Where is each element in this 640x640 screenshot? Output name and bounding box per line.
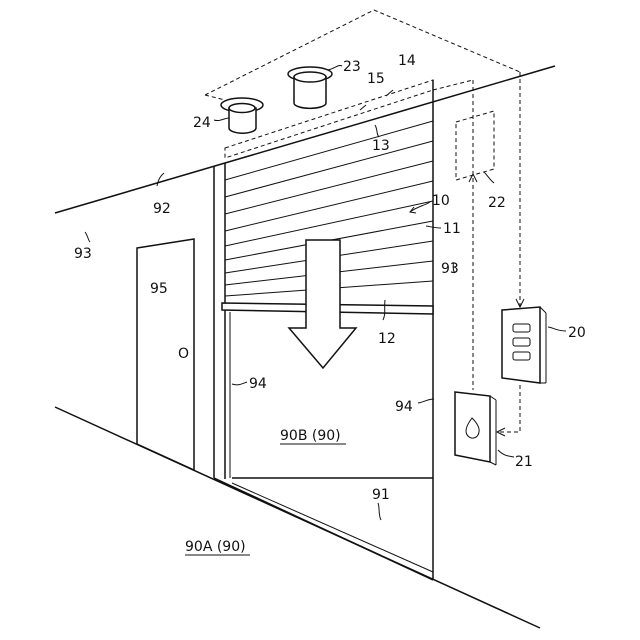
- label-20: 20: [568, 325, 586, 341]
- label-23: 23: [343, 59, 361, 75]
- label-94-right: 94: [395, 399, 413, 415]
- threshold-line-inner: [232, 483, 433, 572]
- ceiling-sensor-23: [288, 67, 332, 108]
- label-12: 12: [378, 331, 396, 347]
- push-switch-21: [455, 392, 496, 465]
- box-to-controller-dash-top: [433, 80, 473, 90]
- ceiling-sensor-24: [221, 98, 263, 133]
- left-guide-rail: [214, 163, 230, 479]
- label-10: 10: [432, 193, 450, 209]
- label-11: 11: [443, 221, 461, 237]
- label-94-left: 94: [249, 376, 267, 392]
- door-handle-mark: O: [178, 346, 189, 362]
- label-95: 95: [150, 281, 168, 297]
- label-13: 13: [372, 138, 390, 154]
- switch-signal-dashed-line: [497, 385, 520, 432]
- label-93-right: 93: [441, 261, 459, 277]
- push-switch-button-icon: [466, 418, 479, 438]
- ceiling-dashed-edge: [205, 95, 225, 100]
- label-room-90b: 90B (90): [280, 428, 341, 444]
- label-14: 14: [398, 53, 416, 69]
- label-93-left: 93: [74, 246, 92, 262]
- label-15: 15: [367, 71, 385, 87]
- label-24: 24: [193, 115, 211, 131]
- label-22: 22: [488, 195, 506, 211]
- sensor-22-box: [456, 111, 494, 180]
- control-panel-20: [502, 307, 546, 383]
- label-91: 91: [372, 487, 390, 503]
- label-room-90a: 90A (90): [185, 539, 246, 555]
- label-92: 92: [153, 201, 171, 217]
- label-21: 21: [515, 454, 533, 470]
- threshold-line-outer: [214, 478, 433, 580]
